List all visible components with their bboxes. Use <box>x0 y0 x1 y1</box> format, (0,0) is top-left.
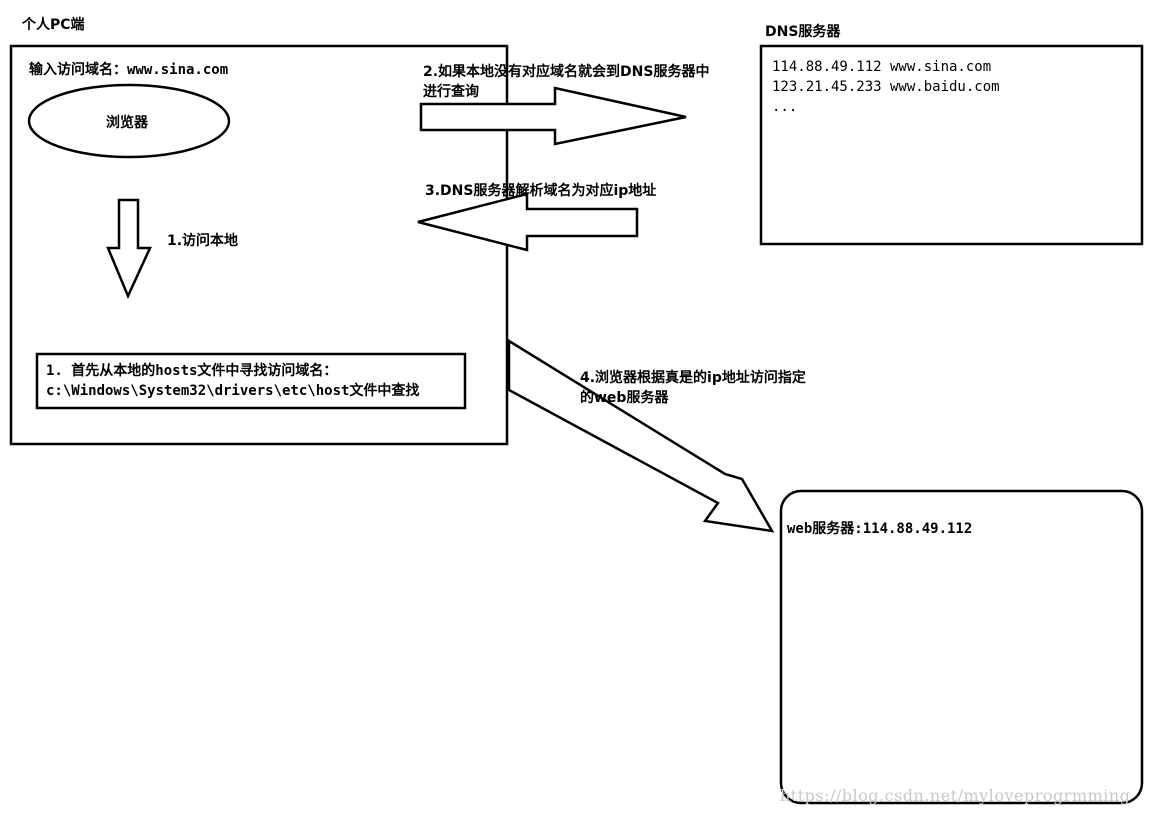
step2-label-line1: 2.如果本地没有对应域名就会到DNS服务器中 <box>423 64 710 80</box>
watermark-url: https://blog.csdn.net/myloveprogrmming <box>780 786 1131 805</box>
hosts-line-2: c:\Windows\System32\drivers\etc\host文件中查… <box>46 383 420 399</box>
arrow-right-query-dns <box>419 86 687 146</box>
hosts-box <box>35 352 467 410</box>
step1-label: 1.访问本地 <box>167 233 239 249</box>
hosts-line-1: 1. 首先从本地的hosts文件中寻找访问域名： <box>46 363 338 379</box>
step4-label-line2: 的web服务器 <box>580 390 669 406</box>
web-server-label: web服务器:114.88.49.112 <box>787 521 973 537</box>
browser-ellipse <box>27 83 231 159</box>
dns-record-1: 114.88.49.112 www.sina.com <box>772 59 992 75</box>
dns-title: DNS服务器 <box>765 24 841 40</box>
web-server-box <box>779 489 1144 805</box>
browser-label: 浏览器 <box>106 115 148 131</box>
dns-server-box <box>759 44 1144 246</box>
step4-label-line1: 4.浏览器根据真是的ip地址访问指定 <box>580 370 806 386</box>
pc-title: 个人PC端 <box>22 17 85 33</box>
dns-record-3: ... <box>772 99 798 115</box>
arrow-down-local <box>106 198 152 300</box>
step3-label: 3.DNS服务器解析域名为对应ip地址 <box>425 183 657 199</box>
domain-input-label: 输入访问域名：www.sina.com <box>29 62 229 78</box>
step2-label-line2: 进行查询 <box>423 84 479 100</box>
dns-record-2: 123.21.45.233 www.baidu.com <box>772 79 1000 95</box>
arrow-left-dns-response <box>417 192 639 252</box>
arrow-diagonal-web <box>507 338 775 533</box>
